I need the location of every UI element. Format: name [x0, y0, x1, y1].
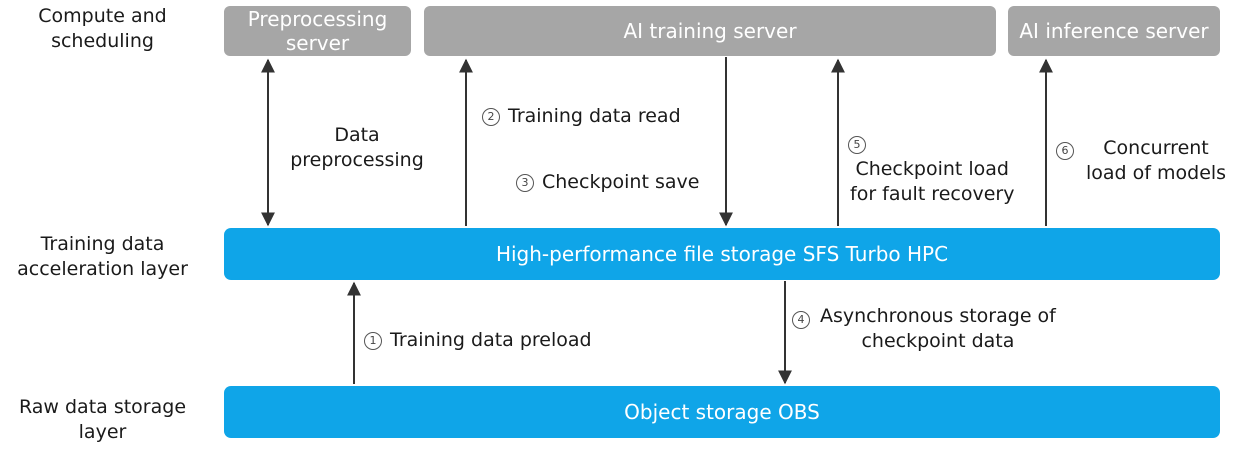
step-number: 3: [516, 174, 534, 192]
label-checkpoint-load: Checkpoint load for fault recovery: [850, 158, 1015, 205]
ai-training-server-box: AI training server: [424, 6, 996, 56]
label-concurrent-load: Concurrent load of models: [1086, 137, 1227, 184]
obs-bar: Object storage OBS: [224, 386, 1220, 438]
preprocessing-server-box: Preprocessing server: [224, 6, 411, 56]
step-number-5: 5: [848, 132, 874, 157]
label-data-preprocessing: Data preprocessing: [290, 124, 424, 171]
step-number: 1: [364, 332, 382, 350]
layer-label-raw: Raw data storage layer: [18, 396, 187, 443]
layer-label-compute: Compute and scheduling: [38, 5, 167, 52]
ai-inference-server-box: AI inference server: [1008, 6, 1220, 56]
sfs-turbo-hpc-bar: High-performance file storage SFS Turbo …: [224, 228, 1220, 280]
step-number-6: 6: [1056, 138, 1082, 163]
label-async-storage: Asynchronous storage of checkpoint data: [820, 305, 1056, 352]
step-number: 2: [482, 108, 500, 126]
layer-label-acceleration: Training data acceleration layer: [17, 233, 188, 280]
step-number-4: 4: [792, 307, 818, 332]
